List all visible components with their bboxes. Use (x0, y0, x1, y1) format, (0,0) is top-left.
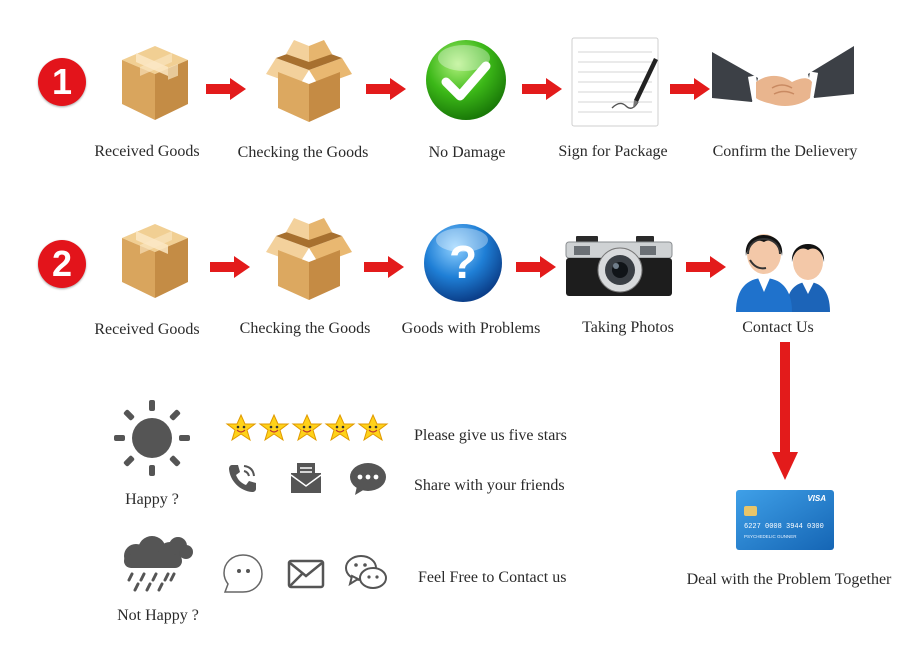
step-label: Goods with Problems (401, 320, 541, 337)
star-icon (225, 413, 257, 442)
svg-text:?: ? (449, 236, 477, 288)
star-icon (324, 413, 356, 442)
signature-paper-icon (571, 37, 659, 127)
arrow-right-icon (686, 256, 726, 278)
envelope-icon (287, 559, 325, 589)
star-icon (357, 413, 389, 442)
credit-card-icon: VISA 6227 0008 3944 0300 PSYCHEDELIC GUN… (736, 490, 834, 550)
contact-text: Feel Free to Contact us (418, 569, 567, 586)
step-label: Checking the Goods (237, 144, 369, 161)
support-people-icon (736, 234, 830, 312)
card-holder: PSYCHEDELIC GUNNER (744, 534, 797, 539)
step-label: Checking the Goods (239, 320, 371, 337)
arrow-right-icon (364, 256, 404, 278)
step-label: Contact Us (742, 319, 814, 336)
arrow-down-icon (772, 342, 798, 480)
qq-chat-icon (223, 554, 263, 593)
step-label: No Damage (428, 144, 506, 161)
not-happy-label: Not Happy ? (117, 607, 199, 624)
question-icon: ? (424, 224, 502, 302)
star-icon (258, 413, 290, 442)
arrow-right-icon (522, 78, 562, 100)
step-label: Received Goods (94, 143, 200, 160)
share-text: Share with your friends (414, 477, 565, 494)
camera-icon (565, 236, 673, 296)
step-badge-2: 2 (38, 240, 86, 288)
step-badge-1: 1 (38, 58, 86, 106)
step-label: Sign for Package (558, 143, 668, 160)
chat-icon (350, 463, 386, 495)
step-label: Taking Photos (582, 319, 674, 336)
green-check-icon (426, 40, 506, 120)
step-label: Received Goods (94, 321, 200, 338)
wechat-icon (345, 555, 387, 589)
arrow-right-icon (206, 78, 246, 100)
card-brand: VISA (807, 494, 826, 503)
sun-icon (114, 400, 190, 476)
resolution-label: Deal with the Problem Together (686, 571, 892, 588)
closed-box-icon (122, 46, 188, 120)
happy-label: Happy ? (125, 491, 179, 508)
star-icon (291, 413, 323, 442)
email-icon (290, 463, 322, 493)
closed-box-icon (122, 224, 188, 298)
phone-icon (229, 465, 256, 492)
open-box-icon (266, 218, 352, 300)
five-stars-text: Please give us five stars (414, 427, 567, 444)
arrow-right-icon (670, 78, 710, 100)
arrow-right-icon (516, 256, 556, 278)
step-label: Confirm the Delievery (712, 143, 858, 160)
handshake-icon (712, 46, 854, 106)
arrow-right-icon (366, 78, 406, 100)
card-number: 6227 0008 3944 0300 (744, 523, 824, 531)
open-box-icon (266, 40, 352, 122)
arrow-right-icon (210, 256, 250, 278)
rain-cloud-icon (124, 536, 193, 592)
